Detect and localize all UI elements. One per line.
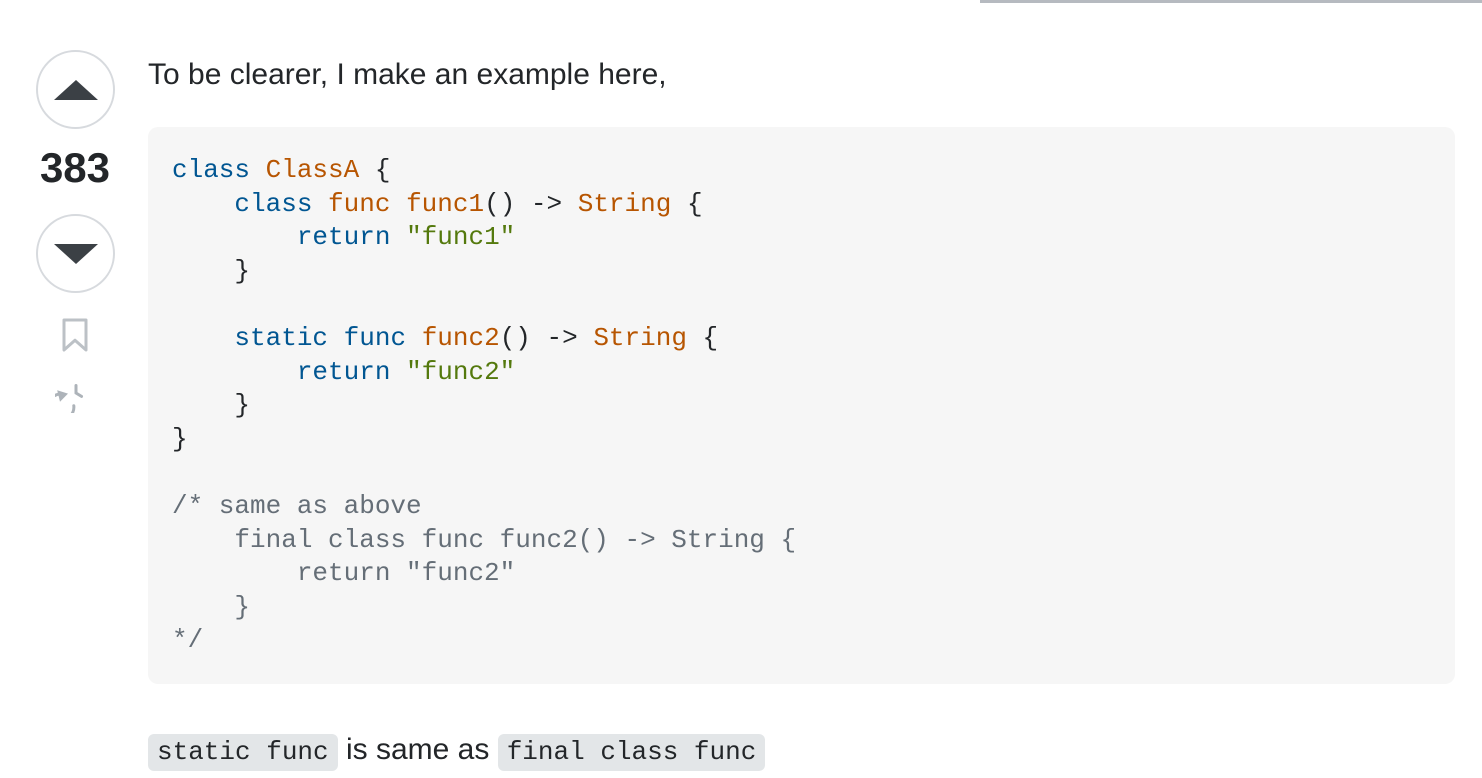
code-line: }: [172, 255, 251, 286]
code-line: /* same as above: [172, 490, 422, 521]
history-button[interactable]: [46, 373, 95, 422]
bookmark-button[interactable]: [60, 317, 90, 354]
vote-up-button[interactable]: [36, 50, 115, 129]
sidebar-top-divider: [980, 0, 1482, 3]
code-line: return "func2": [172, 558, 516, 589]
triangle-up-icon: [53, 79, 98, 100]
footer-text: is same as: [337, 733, 498, 766]
code-line: [172, 456, 1431, 490]
vote-down-button[interactable]: [36, 214, 115, 293]
code-line: [172, 288, 1431, 322]
triangle-down-icon: [53, 243, 98, 264]
code-line: class ClassA {: [172, 155, 391, 185]
inline-code-chip: static func: [148, 734, 338, 771]
code-line: final class func func2() -> String {: [172, 524, 797, 555]
code-line: return "func1": [296, 222, 516, 253]
inline-code-chip: final class func: [497, 734, 766, 771]
vote-count: 383: [39, 144, 111, 191]
clock-history-icon: [46, 384, 83, 422]
code-line: }: [172, 591, 251, 622]
answer-intro-text: To be clearer, I make an example here,: [148, 58, 667, 91]
code-line: static func func2() -> String {: [234, 322, 719, 353]
code-lines: class ClassA { class func func1() -> Str…: [172, 154, 1431, 658]
code-line: }: [172, 390, 251, 421]
answer-footer: static func is same as final class func: [148, 729, 766, 773]
code-block: class ClassA { class func func1() -> Str…: [148, 127, 1455, 684]
code-line: class func func1() -> String {: [234, 188, 703, 219]
code-line: */: [172, 625, 204, 656]
bookmark-outline-icon: [62, 318, 88, 352]
code-line: return "func2": [296, 356, 516, 387]
code-line: }: [172, 423, 188, 454]
